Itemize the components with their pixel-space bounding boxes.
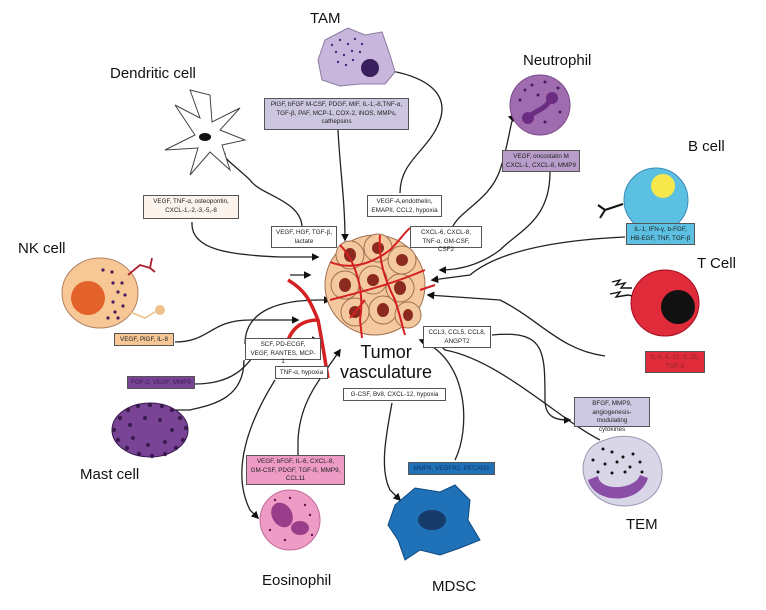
neutrophil-factors-box: VEGF, oncostatin M CXCL-1, CXCL-8, MMP9	[502, 150, 580, 172]
box-line: SCF, PD-ECGF,	[260, 341, 306, 348]
box-line: VEGF, HGF, TGF-β,	[276, 229, 332, 236]
arrow-to-mast	[163, 359, 245, 414]
arrow-to-mdsc	[383, 402, 402, 502]
arrow-to-neutrophil	[451, 113, 517, 229]
arrow-to-dendritic	[219, 148, 303, 227]
neutrophil-label: Neutrophil	[523, 52, 592, 69]
box-line: VEGF, bFGF, IL-6, CXCL-8,	[256, 458, 335, 465]
box-line: TGF-β, PAF, MCP-1, COX-2, iNOS, MMPs,	[276, 109, 397, 117]
tem-cell	[582, 435, 663, 507]
scf-box: SCF, PD-ECGF, VEGF, RANTES, MCP-1	[245, 338, 321, 365]
arrow-from-scf	[244, 296, 332, 345]
bcell-factors-box: IL-1, IFN-γ, b-FGF, HB-EGF, TNF, TGF-β	[626, 223, 695, 245]
arrow-to-eos	[241, 379, 276, 520]
arrow-from-tam	[337, 129, 349, 242]
arrow-from-eos	[297, 348, 341, 455]
tem-factors-box: BFGF, MMP9, angiogenesis-modulating cyto…	[574, 397, 650, 433]
box-line: CXCL-1, CXCL-8, MMP9	[506, 161, 576, 169]
box-line: cathepsins	[321, 118, 352, 125]
center-label-line2: vasculature	[340, 362, 433, 382]
mast-granules	[111, 402, 189, 459]
mdsc-factors-box: MMP9, VEGFR2, PECAM1	[408, 462, 495, 475]
mastcell-factors-box: FGF-2, VEGF, MMP9	[127, 376, 195, 389]
arrow-from-bcell	[430, 236, 626, 284]
tam-factors-box: PlGF, bFGF M-CSF, PDGF, MIF, IL-1,-8,TNF…	[264, 98, 409, 130]
box-line: IL-6, IL-10, IL-35,	[650, 354, 700, 361]
neutrophil-cell	[509, 74, 571, 136]
box-line: VEGF, PlGF, IL-8	[120, 336, 168, 343]
blood-vessels	[329, 227, 436, 339]
tcell-label: T Cell	[697, 255, 736, 272]
box-line: CXCL-1,-2,-3,-5,-8	[165, 206, 217, 214]
mdsc-label: MDSC	[432, 578, 477, 595]
center-label: Tumor vasculature	[340, 342, 432, 382]
lactate-box: VEGF, HGF, TGF-β, lactate	[271, 226, 337, 248]
box-line: VEGF, RANTES, MCP-1	[250, 349, 316, 366]
box-line: GM-CSF, PDGF, TGF-ß, MMP9,	[250, 466, 341, 474]
nkcell-factors-box: VEGF, PlGF, IL-8	[114, 333, 174, 346]
arrow-to-ccl-from-tem	[423, 328, 601, 441]
cxcl6-box: CXCL-6, CXCL-8, TNF-α, GM-CSF, CSF2	[410, 226, 482, 253]
box-line: CCL3, CCL5, CCL8,	[428, 329, 486, 336]
arrow-to-tem	[491, 333, 572, 424]
dendritic-label: Dendritic cell	[110, 65, 196, 82]
tcell-factors-box: IL-6, IL-10, IL-35, TGF-β	[645, 351, 705, 373]
center-label-line1: Tumor	[360, 342, 412, 362]
box-line: CXCL-6, CXCL-8,	[420, 229, 472, 236]
eosinophil-factors-box: VEGF, bFGF, IL-6, CXCL-8, GM-CSF, PDGF, …	[246, 455, 345, 485]
eosinophil-label: Eosinophil	[262, 572, 332, 589]
hypoxia-top-box: VEGF-A,endothelin, EMAPII, CCL2, hypoxia	[367, 195, 442, 217]
dendritic-cell	[164, 89, 247, 176]
ccl-box: CCL3, CCL5, CCL8, ANGPT2	[423, 326, 491, 348]
dendritic-factors-box: VEGF, TNF-α, osteopontin, CXCL-1,-2,-3,-…	[143, 195, 239, 219]
arrow-from-mdsc	[418, 338, 465, 461]
box-line: CCL11	[285, 475, 306, 482]
arrow-from-neutrophil	[438, 171, 551, 274]
box-line: BFGF, MMP9,	[592, 400, 632, 407]
box-line: VEGF, oncostatin M	[513, 153, 569, 160]
box-line: VEGF, TNF-α, osteopontin,	[153, 198, 229, 205]
arrow-from-nk	[174, 316, 300, 343]
nkcell-label: NK cell	[18, 240, 66, 257]
box-line: VEGF-A,endothelin,	[376, 198, 433, 205]
large-vessel	[286, 278, 330, 379]
t-cell	[609, 269, 700, 337]
tem-label: TEM	[626, 516, 658, 533]
box-line: TNF-α, GM-CSF, CSF2	[422, 237, 470, 254]
mdsc-cell	[387, 484, 481, 561]
bcell-label: B cell	[688, 138, 725, 155]
arrow-from-dendritic	[191, 221, 320, 261]
box-line: angiogenesis-modulating	[592, 408, 632, 425]
box-line: MMP9, VEGFR2, PECAM1	[413, 465, 490, 472]
tam-label: TAM	[310, 10, 341, 27]
arrow-to-tam	[383, 67, 443, 194]
tumor-mass	[286, 227, 436, 379]
box-line: HB-EGF, TNF, TGF-β	[630, 234, 691, 242]
tam-cell	[317, 27, 396, 87]
mast-cell	[111, 402, 189, 459]
box-line: TNF-α, hypoxia	[279, 369, 324, 376]
box-line: lactate	[294, 237, 314, 245]
arrow-from-tcell	[426, 291, 606, 357]
box-line: ANGPT2	[444, 337, 470, 345]
gcsf-box: G-CSF, Bv8, CXCL-12, hypoxia	[343, 388, 446, 401]
box-line: cytokines	[598, 425, 626, 433]
box-line: IL-1, IFN-γ, b-FGF,	[634, 226, 687, 233]
box-line: TGF-β	[665, 362, 685, 370]
tnf-hypoxia-box: TNF-α, hypoxia	[275, 366, 328, 379]
mastcell-label: Mast cell	[80, 466, 140, 483]
eosinophil-cell	[259, 489, 321, 551]
box-line: EMAPII, CCL2, hypoxia	[371, 206, 438, 214]
box-line: FGF-2, VEGF, MMP9	[131, 379, 191, 386]
box-line: PlGF, bFGF M-CSF, PDGF, MIF, IL-1,-8,TNF…	[270, 101, 403, 108]
nk-cell	[61, 257, 165, 329]
box-line: G-CSF, Bv8, CXCL-12, hypoxia	[350, 391, 439, 398]
